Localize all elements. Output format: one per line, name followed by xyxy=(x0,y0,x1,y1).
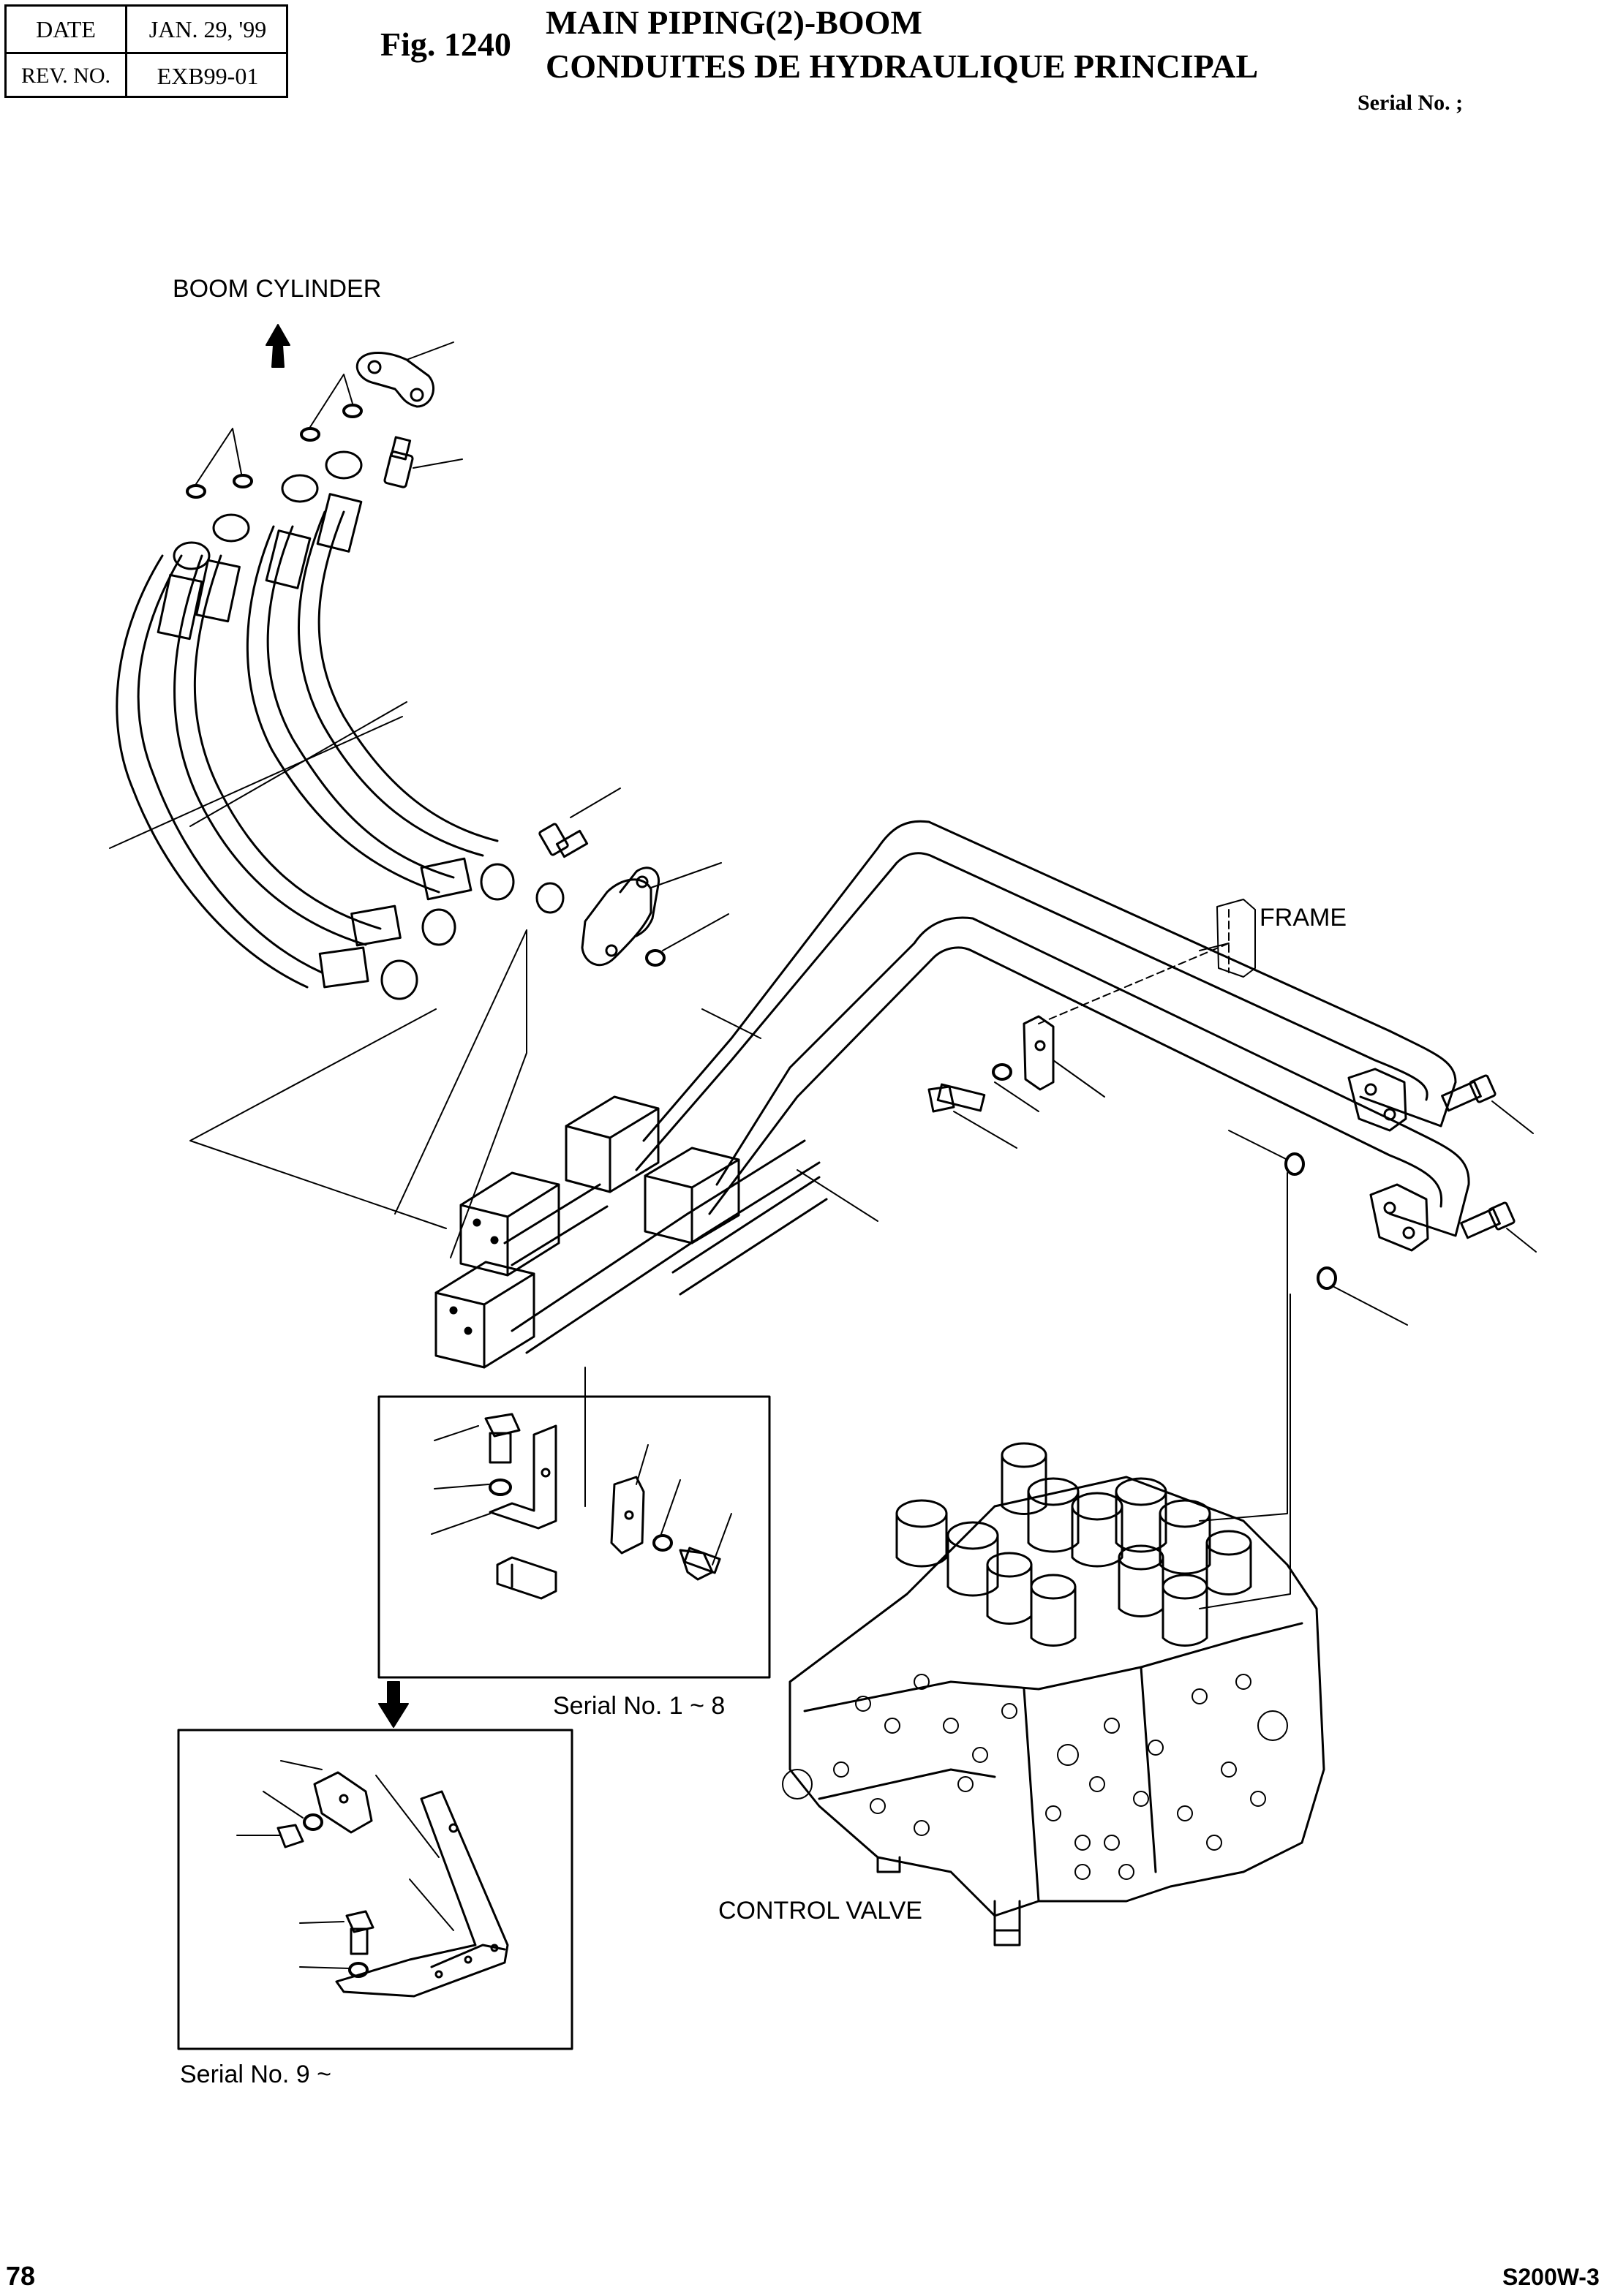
table-divider-vertical xyxy=(125,7,127,96)
rev-value: EXB99-01 xyxy=(157,62,259,89)
o-ring-middle xyxy=(645,949,666,967)
bolt-middle xyxy=(538,788,621,858)
date-value: JAN. 29, '99 xyxy=(148,15,267,42)
inset-box-serial-1-8 xyxy=(377,1389,771,1679)
spool-caps xyxy=(895,1442,1252,1647)
valve-ports xyxy=(782,1674,1288,1880)
hose-fittings-top xyxy=(157,450,363,641)
split-flange-middle xyxy=(581,862,722,967)
inset-box-serial-9 xyxy=(177,1729,573,2050)
steel-pipes xyxy=(503,820,1470,1354)
date-label: DATE xyxy=(36,15,96,42)
revision-table: DATE JAN. 29, '99 REV. NO. EXB99-01 xyxy=(4,4,288,98)
frame-bracket xyxy=(1199,899,1256,978)
bolt-top xyxy=(383,436,463,488)
title-french: CONDUITES DE HYDRAULIQUE PRINCIPAL xyxy=(546,48,1259,85)
o-ring-right-2 xyxy=(1317,1266,1337,1290)
page-number: 78 xyxy=(6,2261,36,2291)
boom-hoses xyxy=(116,510,499,989)
pipe-end-flanges xyxy=(1347,1068,1429,1252)
down-arrow-icon xyxy=(378,1681,409,1728)
rev-label: REV. NO. xyxy=(21,64,110,88)
control-valve xyxy=(782,1442,1325,1946)
bolts-right xyxy=(1441,1074,1537,1253)
serial-1-8-label: Serial No. 1 ~ 8 xyxy=(553,1692,726,1720)
pipe-clamp-small xyxy=(927,943,1230,1149)
model-number: S200W-3 xyxy=(1502,2264,1600,2290)
o-rings-top xyxy=(186,404,363,499)
frame-label: FRAME xyxy=(1260,904,1347,932)
boom-cylinder-arrow-icon xyxy=(266,324,290,368)
boom-cylinder-label: BOOM CYLINDER xyxy=(173,275,382,303)
o-ring-right-1 xyxy=(1284,1152,1305,1176)
title-english: MAIN PIPING(2)-BOOM xyxy=(546,4,922,41)
hose-fittings-bottom xyxy=(318,857,565,1000)
serial-number-header: Serial No. ; xyxy=(1358,91,1464,115)
table-divider-horizontal xyxy=(7,52,286,54)
figure-number: Fig. 1240 xyxy=(380,26,511,63)
serial-9-label: Serial No. 9 ~ xyxy=(180,2061,331,2088)
control-valve-label: CONTROL VALVE xyxy=(718,1897,922,1925)
split-flange-top xyxy=(355,341,454,408)
pipe-clamp-blocks xyxy=(434,1095,740,1369)
